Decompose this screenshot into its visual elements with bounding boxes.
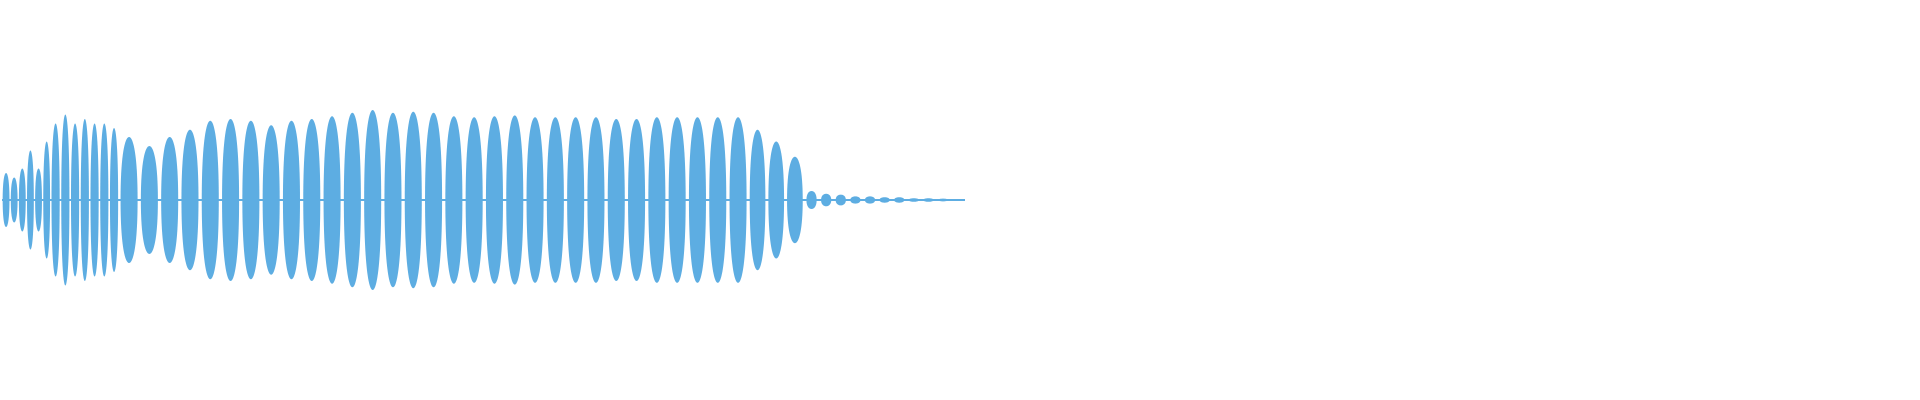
waveform-pulses — [2, 110, 965, 290]
